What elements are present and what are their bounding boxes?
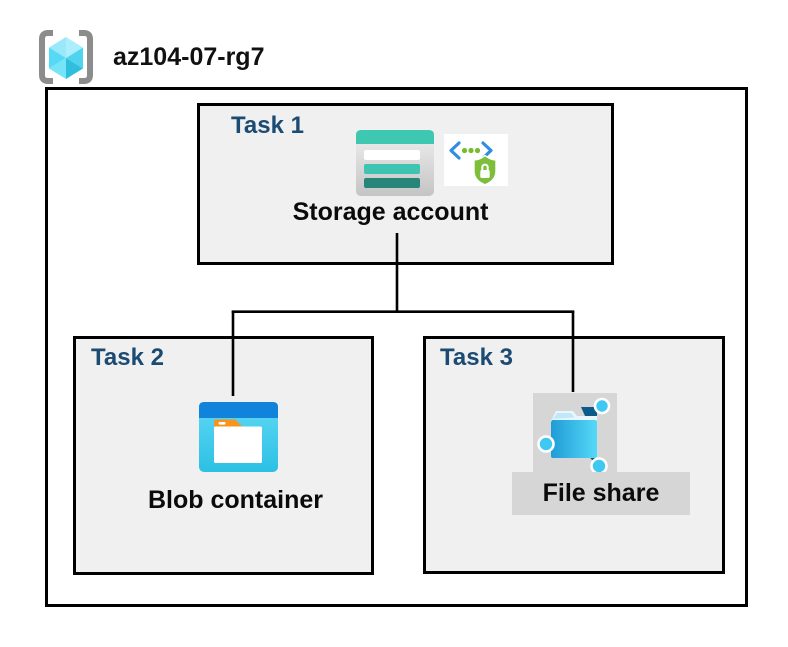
file-share-label: File share (542, 479, 660, 507)
file-share-icon (537, 397, 611, 472)
task3-label: Task 3 (440, 344, 513, 371)
storage-account-icon (356, 130, 434, 196)
resource-group-name: az104-07-rg7 (113, 42, 265, 71)
resource-group-header: az104-07-rg7 (37, 28, 264, 86)
file-share-icon-background (533, 393, 617, 472)
task2-box: Task 2 Blob container (73, 336, 374, 575)
blob-container-icon (199, 402, 278, 472)
task2-label: Task 2 (91, 344, 164, 371)
blob-container-label: Blob container (147, 486, 323, 514)
resource-group-icon (39, 30, 93, 84)
file-share-label-bar: File share (512, 472, 690, 515)
task1-label: Task 1 (231, 112, 304, 139)
task1-box: Task 1 Storage account (197, 103, 614, 265)
storage-account-label: Storage account (292, 198, 489, 226)
task3-box: Task 3 File share (423, 336, 725, 574)
sas-security-icon (444, 134, 508, 186)
